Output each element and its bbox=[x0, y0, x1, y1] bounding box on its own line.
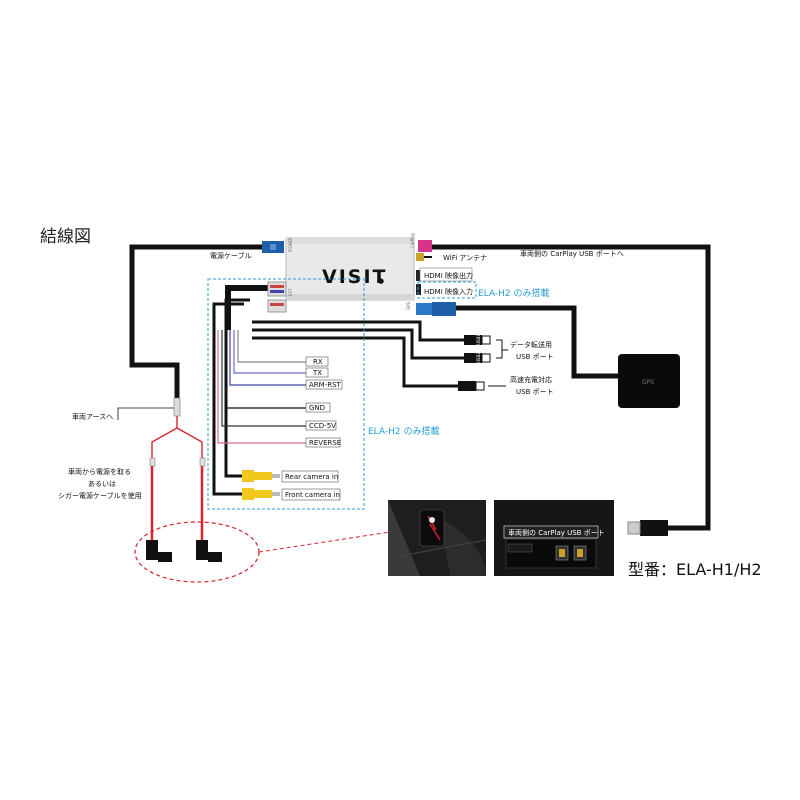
hdmi-in-label: HDMI 映像入力 bbox=[424, 287, 473, 296]
front-camera-label: Front camera in bbox=[285, 491, 340, 499]
ground-wire bbox=[117, 407, 174, 420]
ext-harness bbox=[225, 285, 268, 330]
gps-antenna-box: GPS bbox=[618, 354, 680, 408]
power-from-label-3: シガー電源ケーブルを使用 bbox=[58, 491, 142, 500]
rear-camera-label: Rear camera in bbox=[285, 473, 338, 481]
data-usb-bracket bbox=[496, 339, 503, 359]
usb-cable-3 bbox=[252, 336, 458, 388]
data-usb-label-2: USB ポート bbox=[516, 353, 554, 361]
rear-camera-rca bbox=[242, 470, 280, 482]
fast-usb-label-2: USB ポート bbox=[516, 388, 554, 396]
vehicle-ground-label: 車両アースへ bbox=[72, 412, 113, 421]
usb-port-3 bbox=[458, 381, 485, 391]
rca-connectors: Rear camera in Front camera in bbox=[242, 470, 341, 501]
fuse-tap-left bbox=[146, 540, 172, 562]
highlight-pointer bbox=[258, 531, 391, 553]
photo-carplay-label: 車両側の CarPlay USB ポート bbox=[508, 528, 605, 537]
diagram-title: 結線図 bbox=[40, 227, 91, 247]
wire-label-boxes: RX TX ARM-RST GND CCD-5V REVERSE bbox=[305, 356, 343, 448]
wifi-connector bbox=[416, 253, 424, 261]
port-label-power: POWER bbox=[288, 237, 293, 252]
ela-h2-side-label: ELA-H2 のみ搭載 bbox=[368, 425, 439, 437]
fast-usb-label-1: 高速充電対応 bbox=[510, 375, 552, 384]
port-label-carplay: CarPlay bbox=[410, 232, 415, 248]
visit-device: VISIT ● POWER CarPlay EXT GPS bbox=[285, 232, 415, 310]
usb1-label: USB1 bbox=[476, 334, 481, 345]
wire-arm-rst bbox=[229, 330, 306, 386]
fuse bbox=[173, 397, 181, 417]
front-camera-rca bbox=[242, 488, 280, 500]
wire-reverse bbox=[217, 330, 306, 444]
fuse-tap-right bbox=[196, 540, 222, 562]
hdmi-out-label: HDMI 映像出力 bbox=[424, 271, 473, 280]
gps-connector bbox=[432, 302, 456, 316]
usb-cable-2 bbox=[252, 328, 464, 360]
fuse-wire-split bbox=[151, 416, 203, 458]
carplay-usb-label: 車両側の CarPlay USB ポートへ bbox=[520, 249, 624, 258]
wire-tx bbox=[233, 330, 306, 374]
port-label-gps: GPS bbox=[406, 301, 411, 310]
device-brand: VISIT bbox=[322, 266, 388, 288]
wire-rx bbox=[237, 330, 306, 363]
fuse-section: 車両アースへ 車両から電源を取る あるいは シガー電源ケーブルを使用 bbox=[58, 397, 391, 583]
ext-connector bbox=[267, 281, 287, 297]
wire-label-reverse: REVERSE bbox=[309, 439, 341, 447]
wire-label-tx: TX bbox=[312, 369, 322, 377]
carplay-connector bbox=[418, 240, 432, 252]
wifi-antenna-label: WiFi アンテナ bbox=[443, 254, 487, 262]
port-label-ext: EXT bbox=[288, 288, 293, 296]
ela-h2-side-box bbox=[207, 278, 365, 510]
model-number: 型番：ELA-H1/H2 bbox=[628, 560, 762, 579]
power-from-label-2: あるいは bbox=[88, 480, 116, 488]
front-camera-cable bbox=[212, 302, 244, 496]
ela-h2-top-label: ELA-H2 のみ搭載 bbox=[478, 287, 549, 299]
device-connectors bbox=[262, 240, 456, 316]
wire-label-rx: RX bbox=[313, 358, 323, 366]
usb-a-plug bbox=[627, 520, 668, 536]
usb-port-modules: USB1 USB2 データ転送用 USB ポート 高速充電対応 USB ポート bbox=[458, 334, 554, 396]
ela-h2-top-box bbox=[417, 281, 477, 299]
carplay-cable bbox=[432, 244, 711, 531]
wire-gnd bbox=[225, 330, 306, 409]
usb-port-1: USB1 bbox=[464, 334, 491, 345]
power-cable bbox=[129, 244, 262, 400]
device-brand-mark: ● bbox=[378, 277, 384, 285]
wire-label-arm-rst: ARM-RST bbox=[309, 381, 342, 389]
wire-label-ccd5v: CCD-5V bbox=[309, 422, 336, 430]
photo-fuse-box bbox=[388, 500, 487, 576]
gps-cable bbox=[455, 305, 618, 379]
gps-box-label: GPS bbox=[642, 379, 654, 386]
photo-carplay-port: 車両側の CarPlay USB ポート bbox=[494, 500, 614, 576]
usb-cable-1 bbox=[252, 320, 464, 342]
data-usb-label-1: データ転送用 bbox=[510, 340, 552, 349]
wire-ccd5v bbox=[221, 330, 306, 427]
hdmi-out-port bbox=[416, 270, 421, 281]
power-cable-label: 電源ケーブル bbox=[210, 251, 252, 260]
wire-label-gnd: GND bbox=[309, 404, 325, 412]
usb-port-2: USB2 bbox=[464, 352, 491, 363]
power-from-label-1: 車両から電源を取る bbox=[68, 467, 131, 476]
signal-wires bbox=[217, 330, 306, 444]
usb2-label: USB2 bbox=[476, 352, 481, 363]
